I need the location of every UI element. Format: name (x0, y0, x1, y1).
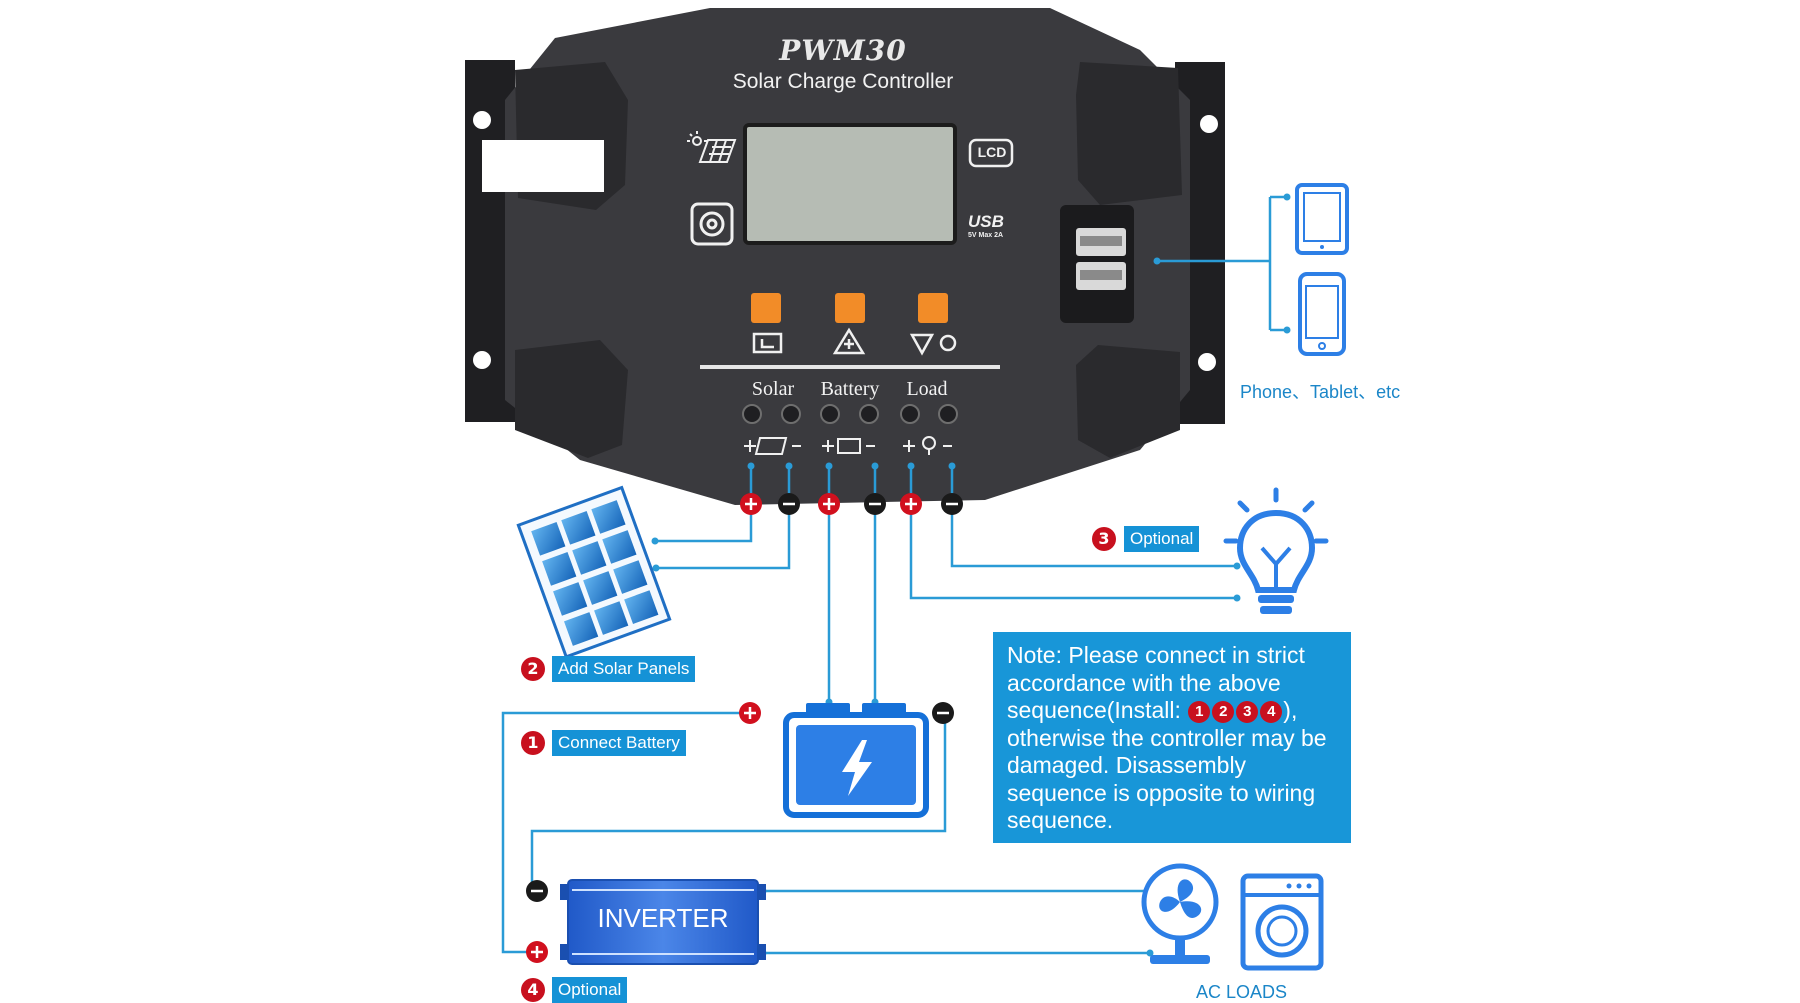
lcd-badge-frame (968, 138, 1014, 168)
model-title: PWM30 (779, 34, 907, 67)
solar-panel-icon (516, 485, 672, 659)
blank-label-patch (482, 140, 604, 192)
step-4-label: Optional (552, 977, 628, 1003)
positive-marker-load (900, 493, 922, 515)
negative-marker-battery (864, 493, 886, 515)
step-3-badge: 3 (1092, 527, 1116, 551)
light-bulb-icon (1223, 487, 1329, 614)
note-text-after: ), otherwise the controller may be damag… (1007, 697, 1327, 833)
terminal-polarity-icons (744, 436, 952, 455)
wires (501, 195, 1287, 955)
step-1-label: Connect Battery (552, 730, 686, 756)
tablet-icon (1295, 183, 1349, 255)
button-right (918, 293, 948, 323)
note-text-before: Note: Please connect in strict accordanc… (1007, 642, 1305, 723)
step-2-label: Add Solar Panels (552, 656, 696, 682)
return-icon (752, 332, 783, 354)
terminal-label-solar: Solar (751, 378, 795, 400)
inverter-icon (560, 879, 766, 965)
usb-devices-caption: Phone、Tablet、etc (1240, 382, 1401, 402)
note-seq-3: 3 (1236, 701, 1259, 723)
inverter-label: INVERTER (597, 903, 729, 933)
positive-marker-inverter (526, 941, 548, 963)
note-seq-4: 4 (1260, 701, 1283, 723)
negative-marker-inverter (526, 880, 548, 902)
polarity-markers (526, 493, 963, 963)
positive-marker-solar (740, 493, 762, 515)
lcd-screen (743, 123, 957, 245)
terminal-screws (742, 404, 958, 424)
ac-loads-caption: AC LOADS (1196, 982, 1288, 1002)
device-subtitle: Solar Charge Controller (732, 70, 954, 93)
negative-marker-solar (778, 493, 800, 515)
negative-marker-load (941, 493, 963, 515)
wiring-note: Note: Please connect in strict accordanc… (993, 632, 1351, 843)
battery-icon (783, 703, 929, 818)
fan-icon (1141, 863, 1219, 964)
settings-gear-icon (690, 202, 734, 246)
battery-warning-icon (832, 327, 866, 355)
phone-icon (1298, 272, 1346, 356)
note-seq-1: 1 (1188, 701, 1211, 723)
step-2-badge: 2 (521, 657, 545, 681)
usb-port-housing (1060, 205, 1134, 323)
usb-badge: USB (968, 212, 1004, 231)
load-icon (909, 333, 935, 356)
step-4-badge: 4 (521, 978, 545, 1002)
controller-body (505, 8, 1190, 505)
washing-machine-icon (1240, 873, 1324, 971)
buttons (751, 293, 948, 323)
negative-marker-battery-right (932, 702, 954, 724)
button-middle (835, 293, 865, 323)
usb-spec: 5V Max 2A (968, 232, 1004, 239)
terminal-label-load: Load (906, 378, 948, 400)
button-left (751, 293, 781, 323)
terminal-label-battery: Battery (820, 378, 880, 400)
lcd-badge: LCD (977, 144, 1007, 160)
step-1-badge: 1 (521, 731, 545, 755)
solar-sun-icon (687, 131, 737, 163)
note-seq-2: 2 (1212, 701, 1235, 723)
positive-marker-battery (818, 493, 840, 515)
step-3-label: Optional (1124, 526, 1200, 552)
positive-marker-battery-left (739, 702, 761, 724)
